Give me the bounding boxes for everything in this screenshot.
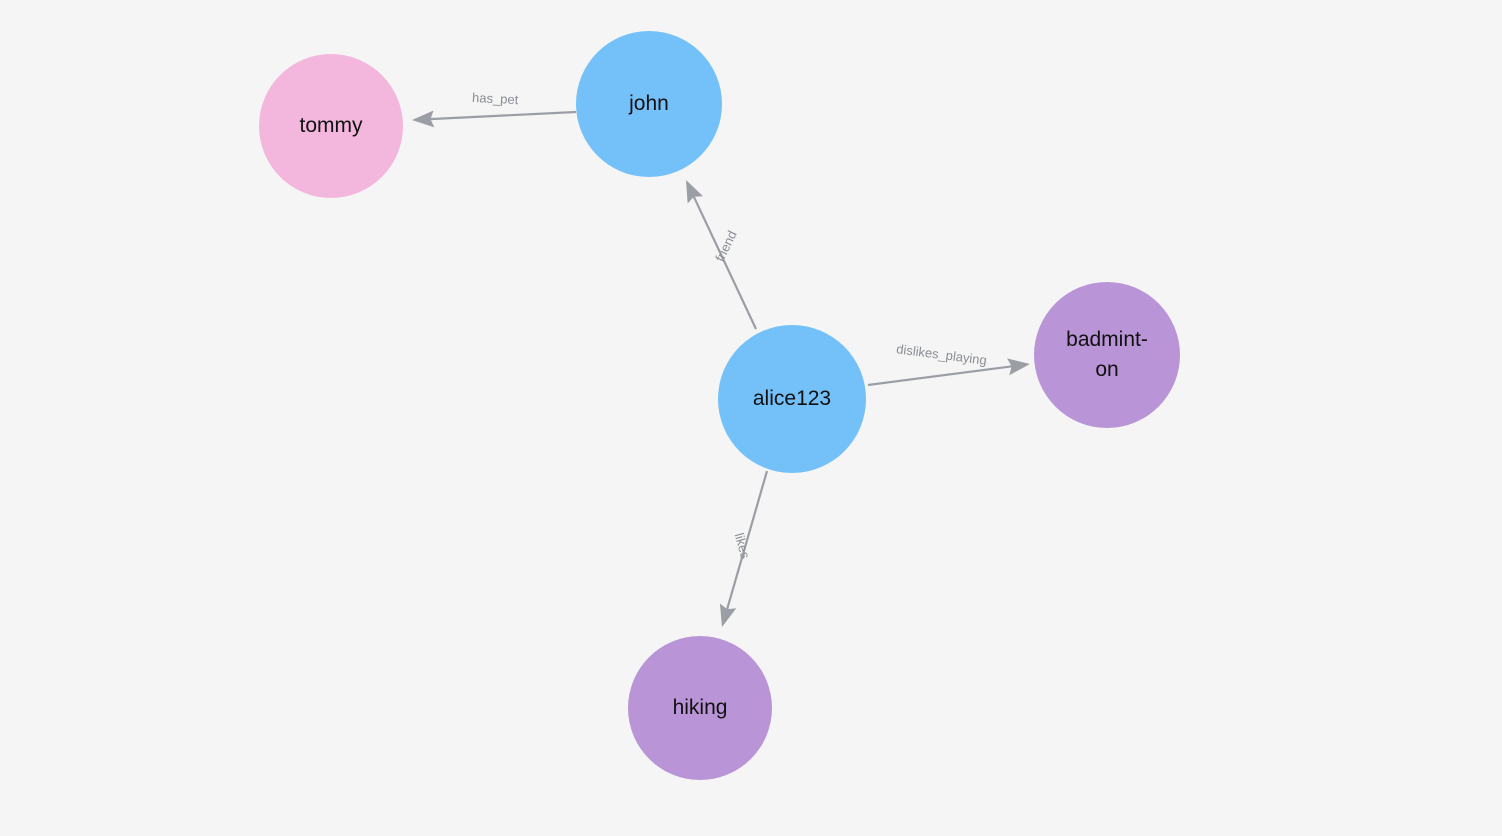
node-circle[interactable]	[576, 31, 722, 177]
graph-edge[interactable]: likes	[719, 470, 769, 627]
node-circle[interactable]	[259, 54, 403, 198]
graph-edge[interactable]: dislikes_playing	[867, 341, 1030, 387]
graph-edge[interactable]: has_pet	[412, 90, 577, 128]
node-circle[interactable]	[628, 636, 772, 780]
graph-node-alice123[interactable]: alice123	[718, 325, 866, 473]
graph-node-hiking[interactable]: hiking	[628, 636, 772, 780]
edge-arrowhead-icon	[719, 603, 737, 627]
edge-arrowhead-icon	[412, 110, 435, 128]
graph-node-john[interactable]: john	[576, 31, 722, 177]
edge-arrowhead-icon	[686, 180, 704, 204]
edge-line	[867, 365, 1013, 387]
node-circle[interactable]	[1034, 282, 1180, 428]
edge-line	[725, 470, 769, 611]
edge-label: dislikes_playing	[895, 341, 987, 368]
edge-line	[692, 195, 757, 330]
nodes-layer: tommy john alice123 badmint-on hiking	[259, 31, 1180, 780]
node-circle[interactable]	[718, 325, 866, 473]
graph-node-badminton[interactable]: badmint-on	[1034, 282, 1180, 428]
edge-label: has_pet	[472, 90, 519, 107]
edge-line	[429, 110, 577, 121]
edge-arrowhead-icon	[1007, 358, 1030, 376]
graph-node-tommy[interactable]: tommy	[259, 54, 403, 198]
edge-label: likes	[732, 531, 754, 561]
graph-edge[interactable]: friend	[686, 180, 757, 330]
